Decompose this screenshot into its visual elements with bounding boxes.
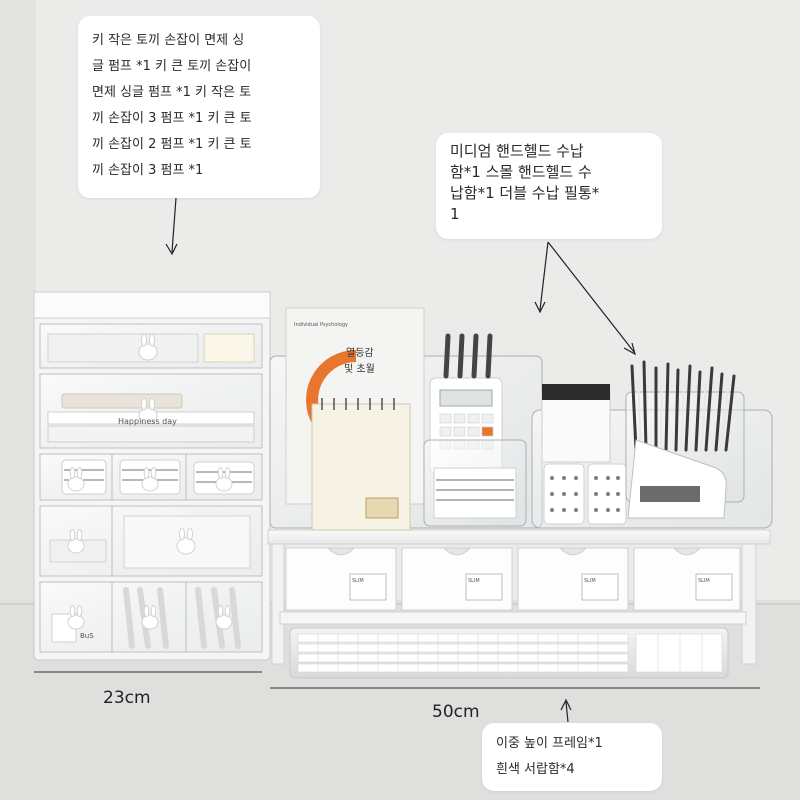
svg-text:SLIM: SLIM [468, 578, 480, 584]
callout-handheld-holders: 미디엄 핸드헬드 수납 함*1 스몰 핸드헬드 수 납함*1 더블 수납 필통*… [436, 133, 662, 239]
keyboard [289, 627, 729, 679]
clear-organizer-large: Individual Psychology 열등감 및 초월 [269, 307, 543, 531]
svg-text:열등감: 열등감 [346, 347, 374, 359]
callout-shelf-frame: 이중 높이 프레임*1 흰색 서랍함*4 [482, 723, 662, 791]
callout-arrows [165, 197, 636, 723]
white-shelf-frame: SLIM SLIM SLIM SLIM [267, 529, 771, 679]
svg-text:SLIM: SLIM [584, 578, 596, 584]
dimension-label-large: 50cm [432, 702, 480, 722]
svg-text:SLIM: SLIM [698, 578, 710, 584]
dimension-lines [34, 671, 760, 689]
tag-small-label: BuS [80, 632, 94, 640]
wall-left-shadow [0, 0, 36, 600]
bunny-handles [67, 333, 233, 630]
svg-text:및 초월: 및 초월 [344, 363, 375, 375]
dimension-label-small: 23cm [103, 688, 151, 708]
svg-text:Individual Psychology: Individual Psychology [294, 322, 348, 328]
svg-text:SLIM: SLIM [352, 578, 364, 584]
white-drawers: SLIM SLIM SLIM SLIM [285, 547, 741, 611]
magazine-text: Happiness day [118, 417, 177, 426]
clear-pen-bin [531, 360, 773, 529]
drawer-tower: BuS Happiness day [33, 291, 271, 661]
callout-drawer-unit: 키 작은 토끼 손잡이 면제 싱 글 펌프 *1 키 큰 토끼 손잡이 면제 싱… [78, 16, 320, 198]
